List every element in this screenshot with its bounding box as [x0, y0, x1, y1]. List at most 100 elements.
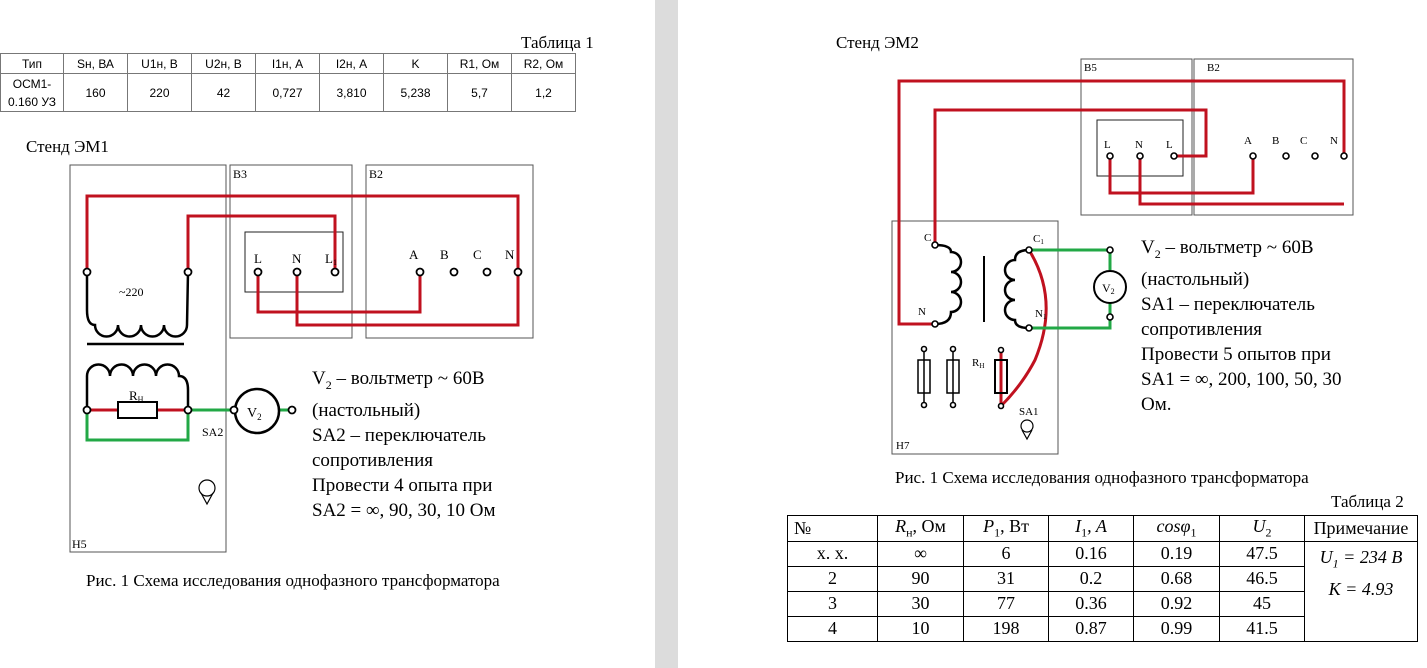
wire-red-n-n — [295, 272, 520, 327]
term-n2: N — [505, 247, 515, 262]
t2-cell: 47.5 — [1219, 540, 1305, 567]
t1-cell: 5,238 — [383, 73, 448, 112]
wire2-red-n-n — [1138, 156, 1344, 206]
panel-b2b-frame — [1193, 58, 1354, 216]
t2-cell: 0.36 — [1048, 590, 1134, 617]
table-row: 4 10 198 0.87 0.99 41.5 — [787, 615, 1418, 642]
lamp-icon — [198, 479, 216, 506]
note2-line-2: (настольный) — [1141, 268, 1250, 290]
label-b2b: В2 — [1207, 62, 1220, 74]
t2-note-k: K = 4.93 — [1328, 579, 1394, 600]
t2-cell: 90 — [877, 565, 964, 592]
resistor-rn — [117, 401, 158, 419]
term2-l1: L — [1166, 139, 1173, 151]
term-c: C — [473, 247, 482, 262]
table1: Тип Sн, ВА U1н, В U2н, В I1н, А I2н, А K… — [0, 53, 576, 112]
table2: № Rн, Ом P1, Вт I1, A cosφ1 U2 Примечани… — [787, 515, 1418, 642]
stand2-note: V2 – вольтметр ~ 60В (настольный) SA1 – … — [1141, 235, 1342, 417]
t2-header-p1: P1, Вт — [963, 515, 1049, 542]
t1-header: R2, Ом — [511, 53, 576, 74]
t1-cell: 1,2 — [511, 73, 576, 112]
label-rn: RН — [129, 388, 144, 404]
t2-header-rn: Rн, Ом — [877, 515, 964, 542]
panel-b2-frame — [365, 164, 534, 339]
stand1-note: V2 – вольтметр ~ 60В (настольный) SA2 – … — [312, 366, 496, 523]
term2-c: C — [1300, 135, 1307, 147]
secondary-coil — [85, 363, 190, 410]
label-b5: В5 — [1084, 62, 1097, 74]
note-line-4: сопротивления — [312, 449, 434, 471]
t2-cell: 41.5 — [1219, 615, 1305, 642]
label-rn2: RН — [972, 357, 984, 370]
term2-b: B — [1272, 135, 1279, 147]
t1-header: R1, Ом — [447, 53, 512, 74]
coil2-primary — [934, 243, 963, 326]
t2-header-cos: cosφ1 — [1133, 515, 1220, 542]
wire2-red-c — [933, 108, 1208, 245]
t2-cell: 31 — [963, 565, 1049, 592]
t1-cell: 160 — [63, 73, 128, 112]
wire-red-outer — [85, 194, 520, 272]
term2-n: N — [1135, 139, 1143, 151]
wire2-red-n — [897, 79, 1346, 326]
label-voltage: ~220 — [119, 285, 144, 299]
t2-note-cell: U1 = 234 B K = 4.93 — [1304, 540, 1418, 642]
t2-cell: 77 — [963, 590, 1049, 617]
t2-cell: 0.19 — [1133, 540, 1220, 567]
t2-cell: 45 — [1219, 590, 1305, 617]
figure2-caption: Рис. 1 Схема исследования однофазного тр… — [895, 468, 1309, 487]
terminal-block-b3 — [244, 231, 344, 293]
primary-coil — [85, 271, 190, 338]
term-b: B — [440, 247, 449, 262]
label-sa2: SA2 — [202, 425, 223, 439]
wire-red-inner — [186, 214, 337, 272]
label-sa1: SA1 — [1019, 406, 1039, 418]
note2-line-4: сопротивления — [1141, 318, 1263, 340]
t2-cell: 30 — [877, 590, 964, 617]
t2-cell: 0.92 — [1133, 590, 1220, 617]
t2-cell: 0.68 — [1133, 565, 1220, 592]
t2-header-num: № — [787, 515, 878, 542]
note2-line-3: SA1 – переключатель — [1141, 293, 1315, 315]
t2-cell: 198 — [963, 615, 1049, 642]
stand2-title: Стенд ЭМ2 — [836, 33, 919, 52]
stand1-title: Стенд ЭМ1 — [26, 137, 109, 156]
t1-cell: 5,7 — [447, 73, 512, 112]
wire-green-sa2 — [85, 410, 190, 442]
label-h7: Н7 — [896, 440, 910, 452]
t2-cell: х. х. — [787, 540, 878, 567]
note-line-2: (настольный) — [312, 399, 421, 421]
t2-cell: 3 — [787, 590, 878, 617]
note-line-1: V2 – вольтметр ~ 60В — [312, 368, 485, 392]
t2-cell: 0.87 — [1048, 615, 1134, 642]
note2-line-6: SA1 = ∞, 200, 100, 50, 30 — [1141, 368, 1342, 390]
t2-header-i1: I1, A — [1048, 515, 1134, 542]
note2-line-7: Ом. — [1141, 393, 1172, 415]
stand1-schematic: V2 Н5 В3 В2 ~220 SA2 L N L1 A B C N RН — [69, 164, 534, 553]
term-a: A — [409, 247, 419, 262]
t1-header: U2н, В — [191, 53, 256, 74]
t2-header-u2: U2 — [1219, 515, 1305, 542]
panel-h7-frame — [891, 220, 1059, 455]
t2-cell: 10 — [877, 615, 964, 642]
voltmeter2-label: V2 — [1102, 281, 1115, 296]
page-gutter — [655, 0, 678, 668]
term2-l: L — [1104, 139, 1111, 151]
wire2-red-sa1 — [999, 249, 1048, 408]
table-row: 2 90 31 0.2 0.68 46.5 — [787, 565, 1418, 592]
t2-cell: 6 — [963, 540, 1049, 567]
note-line-3: SA2 – переключатель — [312, 424, 486, 446]
t1-type-line2: 0.160 УЗ — [8, 94, 56, 109]
t1-header: U1н, В — [127, 53, 192, 74]
note2-line-1: V2 – вольтметр ~ 60В — [1141, 237, 1314, 261]
term2-a: A — [1244, 135, 1252, 147]
wire2-red-l-a — [1108, 156, 1255, 195]
figure1-caption: Рис. 1 Схема исследования однофазного тр… — [86, 571, 500, 590]
table-row: х. х. ∞ 6 0.16 0.19 47.5 U1 = 234 B K = … — [787, 540, 1418, 642]
panel-h5-frame — [69, 164, 227, 553]
t2-cell: 2 — [787, 565, 878, 592]
t2-cell: 0.99 — [1133, 615, 1220, 642]
term-n: N — [292, 251, 302, 266]
wire2-green-bottom — [1029, 303, 1112, 330]
